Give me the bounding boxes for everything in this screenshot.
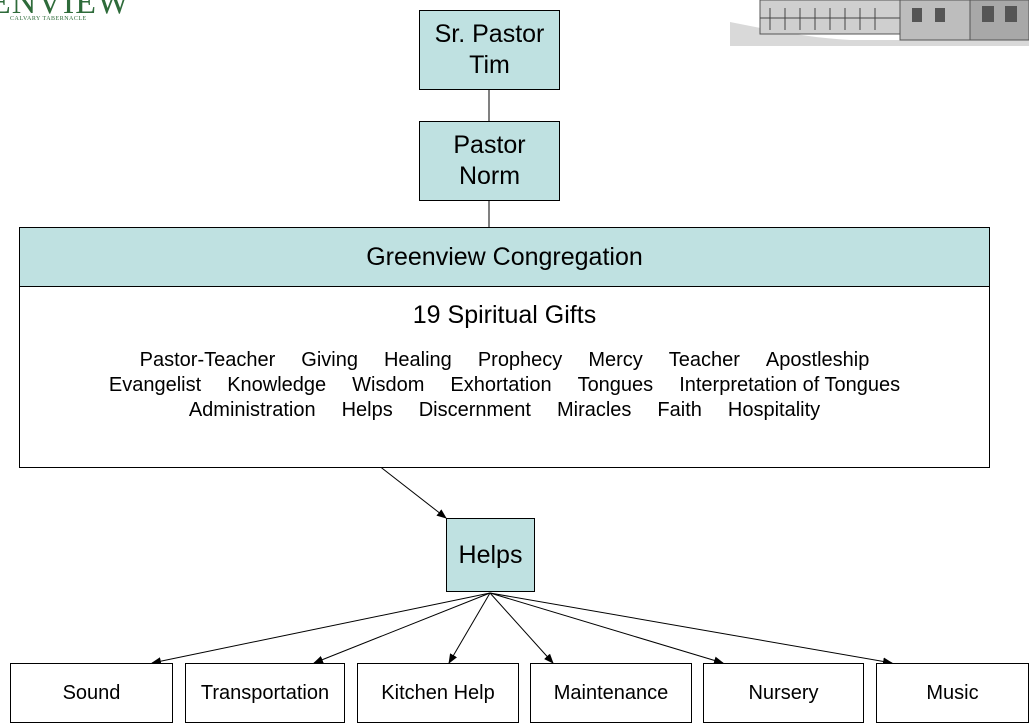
arrow-to-maintenance bbox=[489, 592, 554, 664]
ministry-music: Music bbox=[876, 663, 1029, 723]
gift-row-2: Evangelist Knowledge Wisdom Exhortation Tong… bbox=[96, 373, 913, 398]
arrow-to-nursery bbox=[489, 592, 724, 665]
gift-item: Apostleship bbox=[765, 349, 870, 371]
gift-item: Discernment bbox=[418, 399, 531, 421]
pastor-norm-box: Pastor Norm bbox=[419, 121, 560, 201]
ministry-kitchen-help: Kitchen Help bbox=[357, 663, 519, 723]
helps-box: Helps bbox=[446, 518, 535, 592]
gift-item: Healing bbox=[383, 349, 452, 371]
gift-item: Miracles bbox=[556, 399, 632, 421]
gift-item: Evangelist bbox=[108, 374, 202, 396]
gift-item: Tongues bbox=[577, 374, 654, 396]
gift-item: Exhortation bbox=[450, 374, 552, 396]
gift-item: Mercy bbox=[588, 349, 643, 371]
ministry-nursery: Nursery bbox=[703, 663, 864, 723]
gift-item: Prophecy bbox=[477, 349, 563, 371]
gift-item: Pastor-Teacher bbox=[139, 349, 276, 371]
gift-item-helps-highlighted: Helps bbox=[341, 399, 393, 421]
spiritual-gifts-title: 19 Spiritual Gifts bbox=[412, 301, 597, 329]
ministry-transportation: Transportation bbox=[185, 663, 345, 723]
gift-item: Faith bbox=[657, 399, 702, 421]
gift-item: Knowledge bbox=[227, 374, 327, 396]
gift-item: Administration bbox=[188, 399, 316, 421]
ministry-sound: Sound bbox=[10, 663, 173, 723]
gift-row-1: Pastor-Teacher Giving Healing Prophecy Mercy… bbox=[127, 348, 883, 373]
arrow-to-music bbox=[489, 592, 893, 666]
gift-item: Teacher bbox=[668, 349, 740, 371]
greenview-logo: ENVIEW CALVARY TABERNACLE bbox=[0, 0, 160, 34]
church-sketch-icon bbox=[730, 0, 1029, 46]
congregation-box: Greenview Congregation bbox=[19, 227, 990, 287]
arrow-to-kitchen-help bbox=[448, 592, 491, 664]
logo-subtitle: CALVARY TABERNACLE bbox=[10, 16, 87, 22]
logo-wordmark: ENVIEW bbox=[0, 0, 131, 21]
gift-row-3: Administration Helps Discernment Miracles Fa… bbox=[176, 398, 833, 423]
ministry-maintenance: Maintenance bbox=[530, 663, 692, 723]
arrow-to-sound bbox=[151, 592, 491, 666]
gift-item: Wisdom bbox=[352, 374, 425, 396]
gift-item: Hospitality bbox=[727, 399, 821, 421]
arrow-to-transportation bbox=[313, 592, 491, 664]
gift-item: Giving bbox=[301, 349, 358, 371]
gift-item: Interpretation of Tongues bbox=[679, 374, 901, 396]
sr-pastor-tim-box: Sr. Pastor Tim bbox=[419, 10, 560, 90]
